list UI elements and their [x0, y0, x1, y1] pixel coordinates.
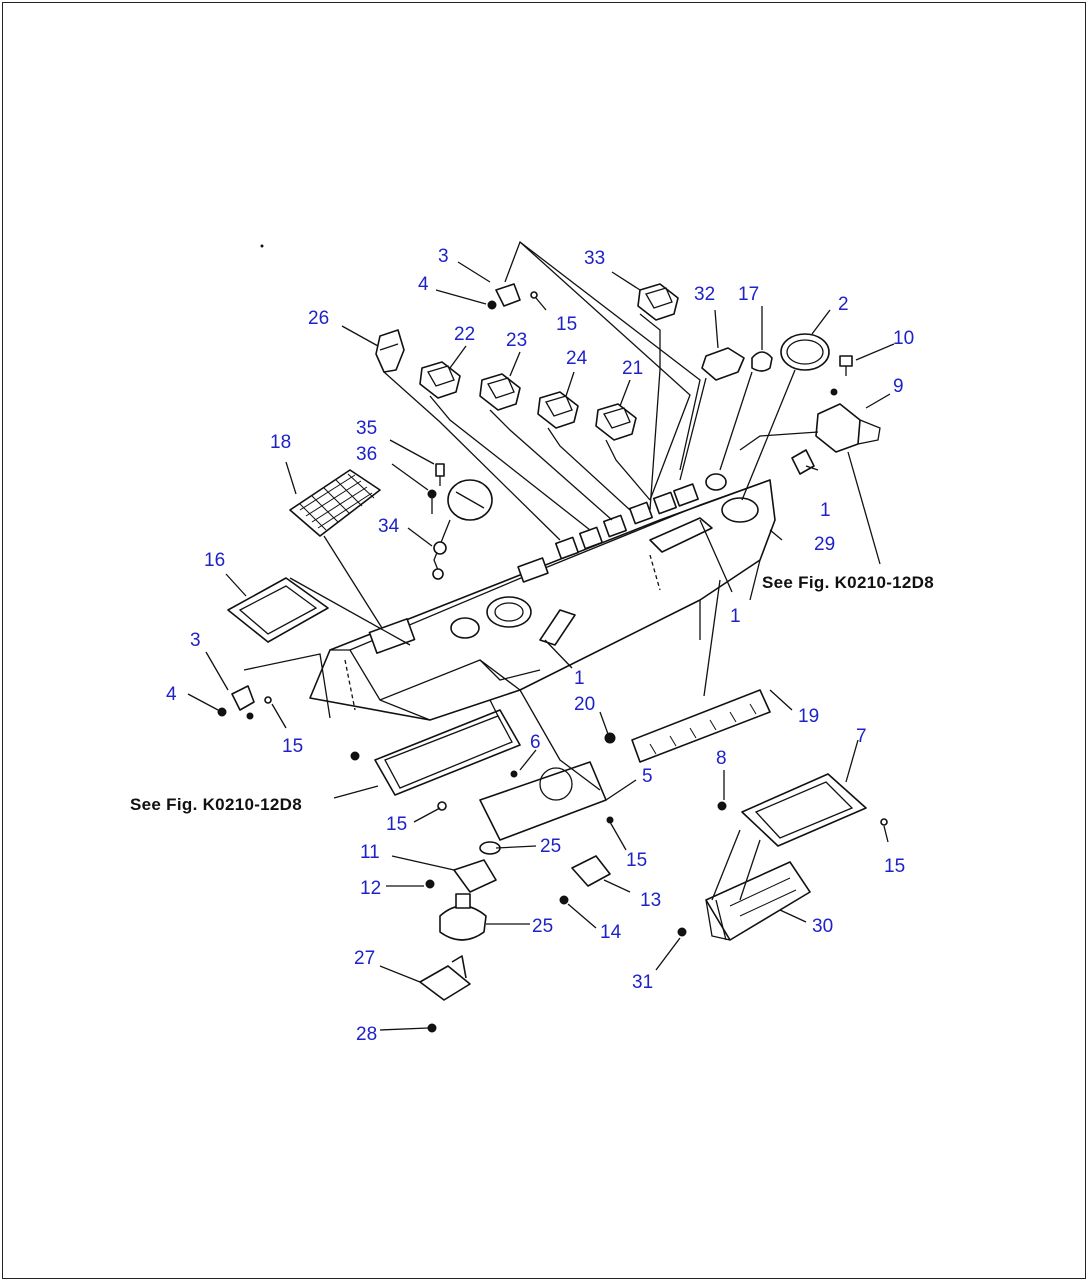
callout-20: 20 — [574, 694, 595, 715]
callout-33: 33 — [584, 248, 605, 269]
callout-21: 21 — [622, 358, 643, 379]
callout-19: 19 — [798, 706, 819, 727]
callout-22: 22 — [454, 324, 475, 345]
callout-23: 23 — [506, 330, 527, 351]
callout-17: 17 — [738, 284, 759, 305]
callout-25-upper: 25 — [540, 836, 561, 857]
switch-21 — [595, 403, 637, 441]
callout-32: 32 — [694, 284, 715, 305]
callout-labels: 3 4 15 33 32 17 2 10 9 26 22 23 24 21 35… — [166, 246, 914, 1045]
callout-24: 24 — [566, 348, 588, 369]
callout-18: 18 — [270, 432, 291, 453]
callout-1-middle: 1 — [730, 606, 741, 627]
callout-15-mid: 15 — [626, 850, 647, 871]
callout-2: 2 — [838, 294, 849, 315]
plate-7 — [717, 773, 888, 847]
gasket-16 — [227, 577, 329, 643]
callout-11: 11 — [360, 842, 380, 863]
callout-35: 35 — [356, 418, 377, 439]
callout-31: 31 — [632, 972, 653, 993]
callout-8: 8 — [716, 748, 727, 769]
callout-29: 29 — [814, 534, 835, 555]
callout-36: 36 — [356, 444, 377, 465]
callout-4-left: 4 — [166, 684, 177, 705]
callout-26: 26 — [308, 308, 329, 329]
plate-left — [350, 709, 521, 811]
callout-3-top: 3 — [438, 246, 449, 267]
bracket-30 — [677, 861, 811, 941]
clip-3-top — [487, 283, 538, 310]
switch-22 — [419, 361, 461, 399]
connector-1-right — [791, 449, 815, 475]
callout-10: 10 — [893, 328, 914, 349]
parts-11-12 — [425, 841, 501, 893]
key-switch-34 — [432, 479, 493, 580]
callout-27: 27 — [354, 948, 375, 969]
clip-3-left — [217, 685, 272, 720]
callout-9: 9 — [893, 376, 904, 397]
callout-34: 34 — [378, 516, 400, 537]
callout-16: 16 — [204, 550, 225, 571]
console-body — [309, 473, 776, 721]
switch-23 — [479, 373, 521, 411]
callout-14: 14 — [600, 922, 622, 943]
callout-13: 13 — [640, 890, 661, 911]
cap-17 — [751, 351, 773, 372]
reference-note-right: See Fig. K0210-12D8 — [762, 573, 934, 592]
reference-note-left: See Fig. K0210-12D8 — [130, 795, 302, 814]
part-26 — [375, 329, 405, 373]
callout-30: 30 — [812, 916, 833, 937]
switch-25 — [439, 893, 487, 941]
callout-15-top: 15 — [556, 314, 577, 335]
bracket-27 — [419, 955, 471, 1033]
gauge-2 — [780, 333, 830, 371]
washer-36 — [427, 489, 437, 514]
bracket-9 — [815, 388, 881, 453]
callout-15-left: 15 — [282, 736, 303, 757]
callout-28: 28 — [356, 1024, 377, 1045]
parts-13-14 — [559, 855, 611, 905]
indicator-32 — [701, 347, 745, 381]
callout-4-top: 4 — [418, 274, 429, 295]
callout-15-right: 15 — [884, 856, 905, 877]
keypad-18 — [289, 469, 381, 537]
stray-dot — [260, 244, 264, 248]
plate-6 — [479, 761, 614, 841]
callout-1-right: 1 — [820, 500, 831, 521]
callout-5: 5 — [642, 766, 653, 787]
callout-12: 12 — [360, 878, 381, 899]
callout-3-left: 3 — [190, 630, 201, 651]
bolt-35 — [435, 463, 445, 486]
screw-10 — [839, 355, 853, 376]
callout-15-plate: 15 — [386, 814, 407, 835]
leader-lines — [187, 240, 895, 1031]
part-19 — [604, 689, 771, 763]
callout-7: 7 — [856, 726, 867, 747]
callout-6: 6 — [530, 732, 541, 753]
callout-25-lower: 25 — [532, 916, 553, 937]
switch-33 — [637, 283, 679, 321]
switch-24 — [537, 391, 579, 429]
callout-1-lower: 1 — [574, 668, 585, 689]
